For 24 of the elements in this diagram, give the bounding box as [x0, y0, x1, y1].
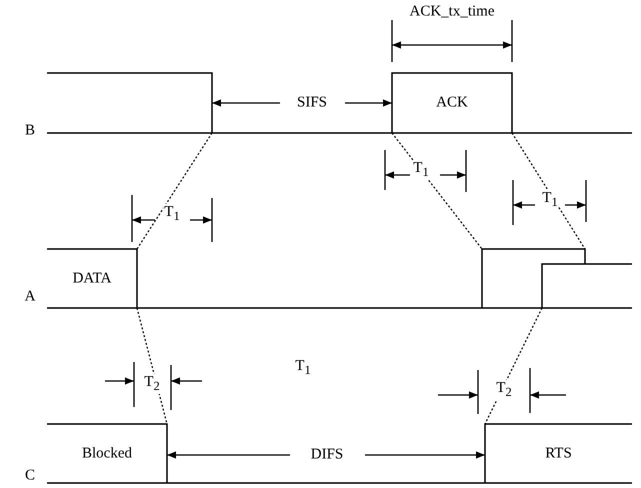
pulse-label: RTS — [545, 445, 572, 462]
signal-name: C — [24, 468, 36, 484]
signal-pulse — [47, 249, 137, 308]
signal-pulse — [47, 73, 212, 133]
interval-label: ACK_tx_time — [408, 4, 496, 20]
interval-label: T$_{2}$ — [143, 374, 161, 394]
propagation-line — [484, 308, 543, 424]
pulse-label: DATA — [72, 270, 112, 287]
propagation-line — [392, 132, 482, 250]
pulse-label: Blocked — [82, 445, 132, 462]
propagation-line — [512, 132, 586, 250]
signal-pulse — [47, 424, 167, 483]
propagation-line — [136, 132, 212, 250]
interval-label: T$_{1}$ — [412, 160, 430, 180]
signal-pulse — [392, 73, 512, 133]
interval-label: T$_{2}$ — [495, 380, 513, 400]
signal-pulse — [482, 249, 585, 308]
pulse-label: ACK — [436, 94, 468, 112]
propagation-line — [136, 308, 168, 424]
interval-label: T$_{1}$ — [541, 190, 559, 210]
signal-name: B — [24, 122, 36, 140]
signal-pulse — [542, 264, 632, 308]
signal-name: A — [24, 288, 36, 306]
signal-pulse — [485, 424, 632, 483]
